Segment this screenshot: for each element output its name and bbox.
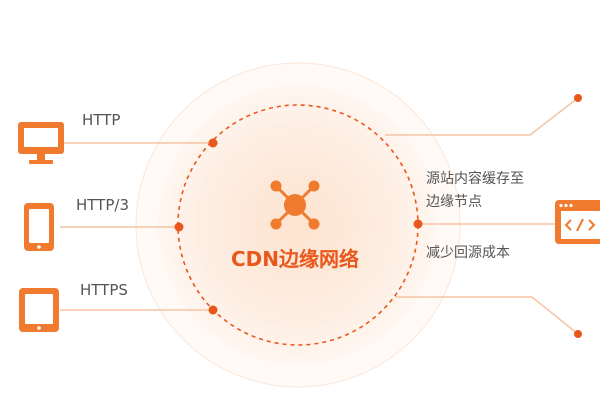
connector-top-right	[385, 97, 579, 136]
protocol-label-http3: HTTP/3	[76, 196, 129, 214]
mobile-phone-icon	[24, 203, 54, 251]
tablet-icon	[19, 288, 59, 332]
protocol-label-https: HTTPS	[80, 281, 128, 299]
origin-note-line-2: 边缘节点	[426, 194, 482, 210]
origin-note-line-1: 源站内容缓存至	[426, 171, 524, 187]
code-browser-icon	[555, 200, 600, 244]
ring-node-http	[208, 138, 218, 148]
protocol-label-http: HTTP	[82, 111, 121, 129]
endpoint-bottom-right	[574, 330, 582, 338]
ring-node-http3	[174, 222, 184, 232]
origin-note-line-3: 减少回源成本	[426, 245, 510, 261]
desktop-monitor-icon	[18, 122, 64, 164]
ring-node-origin	[413, 219, 423, 229]
ring-node-https	[208, 305, 218, 315]
network-node-icon	[270, 180, 320, 230]
connector-bottom-right	[395, 296, 579, 335]
endpoint-top-right	[574, 94, 582, 102]
center-title: CDN边缘网络	[230, 247, 360, 271]
center-glow	[158, 85, 438, 365]
